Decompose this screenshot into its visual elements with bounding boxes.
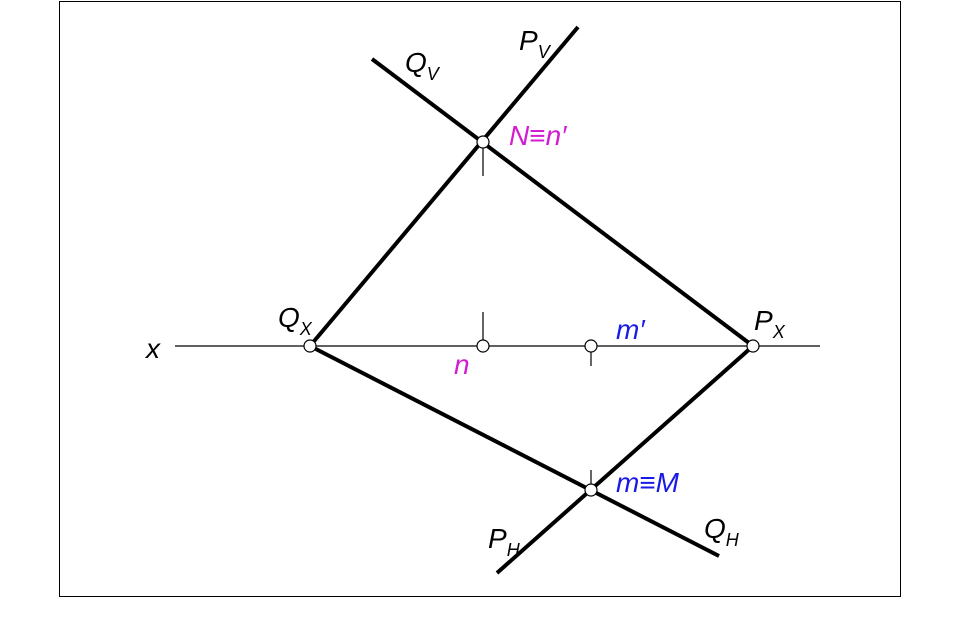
label-ph: PH: [488, 523, 521, 560]
point-m-proj: [584, 339, 598, 353]
label-qx: QX: [278, 302, 313, 339]
point-n: [476, 135, 490, 149]
trace-pv: [308, 25, 580, 348]
label-n-point: N≡n′: [509, 120, 568, 151]
label-axis-x: x: [144, 333, 161, 364]
trace-ph: [495, 344, 755, 575]
trace-qh: [309, 344, 720, 558]
label-px: PX: [754, 305, 786, 342]
drawing-frame: [59, 1, 901, 597]
trace-qv: [370, 57, 755, 348]
point-m: [584, 483, 598, 497]
label-qv: QV: [405, 47, 441, 84]
point-n-proj: [476, 339, 490, 353]
point-qx: [303, 339, 317, 353]
point-px: [746, 339, 760, 353]
label-qh: QH: [704, 513, 740, 550]
label-m-projection: m′: [616, 314, 646, 345]
label-pv: PV: [519, 25, 552, 62]
label-n-projection: n: [454, 349, 470, 380]
label-m-point: m≡M: [616, 467, 680, 498]
